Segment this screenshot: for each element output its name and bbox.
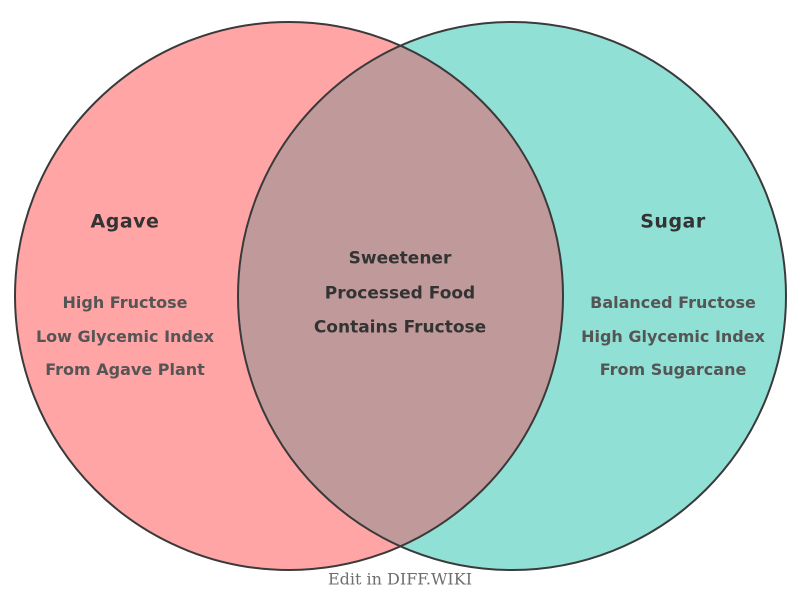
right-set-item: High Glycemic Index <box>581 327 765 346</box>
intersection-item: Contains Fructose <box>313 317 487 338</box>
left-set-title: Agave <box>90 210 160 233</box>
left-set-item: Low Glycemic Index <box>35 327 215 346</box>
intersection-region <box>237 45 564 547</box>
intersection-item: Sweetener <box>348 248 452 269</box>
left-set-item: High Fructose <box>62 293 188 312</box>
right-set-item: From Sugarcane <box>599 360 747 379</box>
left-circle-outline <box>14 21 564 571</box>
intersection-item: Processed Food <box>324 283 476 304</box>
right-circle-outline <box>237 21 787 571</box>
right-set-item: Balanced Fructose <box>590 293 756 312</box>
left-set-item: From Agave Plant <box>45 360 205 379</box>
edit-link[interactable]: Edit in DIFF.WIKI <box>327 569 473 589</box>
right-set-title: Sugar <box>640 210 706 233</box>
